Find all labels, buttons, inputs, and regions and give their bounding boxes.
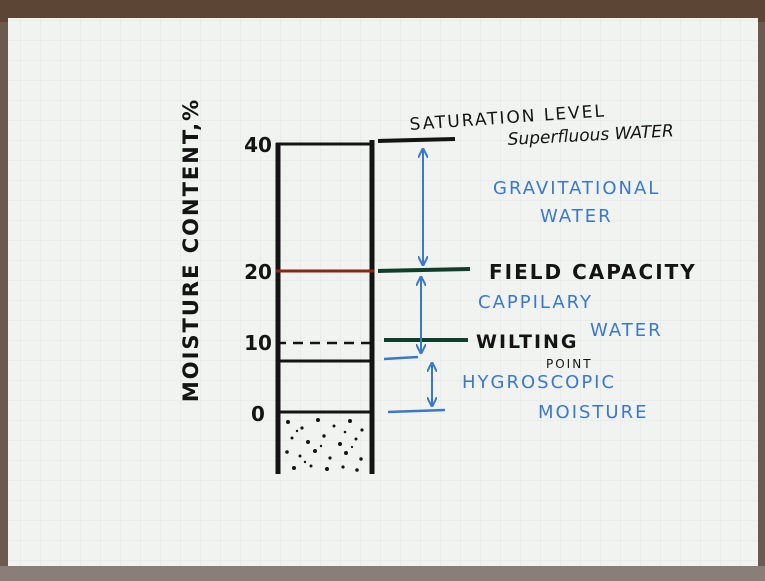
capillary-label: CAPPILARY	[478, 292, 593, 313]
tick-label-20: 20	[244, 260, 272, 284]
y-axis-label: MOISTURE CONTENT,%	[179, 98, 203, 402]
tick-label-10: 10	[244, 331, 272, 355]
soil-column	[275, 140, 375, 474]
gravitational-water-label: WATER	[540, 206, 613, 227]
saturation-marker	[377, 137, 456, 143]
soil-stipple	[285, 418, 364, 472]
grid-background	[8, 18, 758, 566]
capillary-water-label: WATER	[590, 320, 663, 341]
field-capacity-label: FIELD CAPACITY	[489, 260, 697, 284]
field-capacity-marker	[377, 267, 471, 273]
wilting-label: WILTING	[476, 331, 579, 353]
moisture-label: MOISTURE	[538, 402, 648, 423]
hygroscopic-top-marker	[383, 355, 419, 361]
tick-label-0: 0	[251, 402, 265, 426]
bottom-frame	[0, 566, 765, 581]
gravitational-label: GRAVITATIONAL	[493, 178, 660, 199]
tick-label-40: 40	[244, 133, 272, 157]
hygroscopic-label: HYGROSCOPIC	[462, 372, 616, 393]
wilting-point-label: POINT	[546, 357, 593, 371]
hygroscopic-bottom-marker	[387, 408, 446, 414]
top-frame	[0, 0, 765, 22]
